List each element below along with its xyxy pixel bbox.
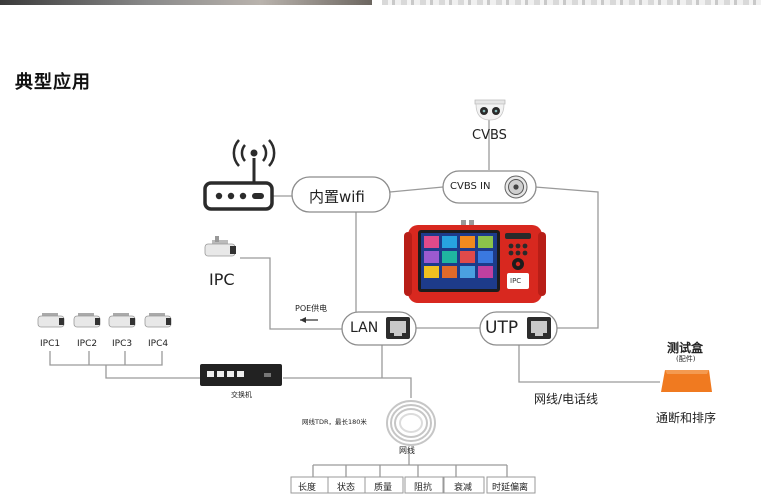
ipc-camera-row	[37, 313, 172, 328]
ipc-label: IPC	[209, 270, 235, 289]
ipc3-label: IPC3	[112, 339, 133, 349]
router-icon	[203, 139, 276, 211]
wifi-box	[291, 176, 391, 213]
ipc1-label: IPC1	[40, 339, 61, 349]
bullet-camera-icon	[108, 313, 136, 328]
ipc2-label: IPC2	[77, 339, 98, 349]
cvbs-in-label: CVBS IN	[450, 181, 491, 192]
poe-label: POE供电	[295, 304, 328, 313]
cable-coil-icon	[386, 400, 436, 446]
test-box-sub: (配件)	[676, 355, 696, 363]
result-quality: 质量	[374, 483, 393, 493]
top-photo-strip	[0, 0, 761, 8]
device-screen-tiles	[424, 236, 493, 278]
device-keypad	[505, 233, 531, 289]
result-impedance: 阻抗	[414, 483, 433, 493]
bullet-camera-icon	[204, 236, 236, 257]
poe-arrow	[300, 317, 318, 323]
bullet-camera-icon	[73, 313, 101, 328]
bullet-camera-icon	[144, 313, 172, 328]
result-boxes	[290, 476, 536, 494]
line-ipcs-switch	[105, 365, 200, 379]
connector-lines	[49, 118, 660, 477]
device-brand-label: IPC	[510, 277, 522, 285]
top-photo-left	[0, 0, 372, 5]
line-ipc-bracket	[49, 351, 163, 366]
wifi-label: 内置wifi	[309, 188, 365, 206]
test-box-title: 测试盒	[667, 341, 704, 355]
test-box-icon	[661, 370, 712, 392]
result-status: 状态	[337, 483, 356, 493]
line-cvbsin-utp	[534, 186, 599, 329]
cable-label: 网线	[399, 446, 415, 455]
line-results-ticks	[312, 465, 508, 477]
switch-icon	[200, 364, 282, 386]
ipc4-label: IPC4	[148, 339, 169, 349]
result-delay-skew: 时延偏离	[492, 483, 529, 493]
test-box-desc: 通断和排序	[656, 411, 717, 425]
cvbs-camera-label: CVBS	[472, 128, 507, 143]
line-switch-cable	[283, 377, 412, 398]
rj45-port-icon	[386, 317, 410, 339]
page-title: 典型应用	[15, 72, 91, 93]
line-utp-testbox	[518, 345, 660, 383]
utp-label: UTP	[485, 318, 519, 338]
result-attenuation: 衰减	[454, 483, 473, 493]
line-wifi-cvbsin	[389, 186, 444, 193]
switch-label: 交换机	[231, 391, 252, 399]
tester-device	[404, 220, 546, 303]
phone-line-label: 网线/电话线	[534, 392, 599, 406]
tdr-note: 网线TDR，最长180米	[302, 418, 367, 426]
line-ipc-lan	[240, 257, 342, 330]
lan-label: LAN	[350, 320, 379, 336]
bullet-camera-icon	[37, 313, 65, 328]
dome-camera-icon	[474, 99, 506, 121]
result-length: 长度	[298, 483, 317, 493]
top-photo-right	[382, 0, 761, 5]
bnc-connector-icon	[504, 175, 528, 199]
rj45-port-icon	[527, 317, 551, 339]
